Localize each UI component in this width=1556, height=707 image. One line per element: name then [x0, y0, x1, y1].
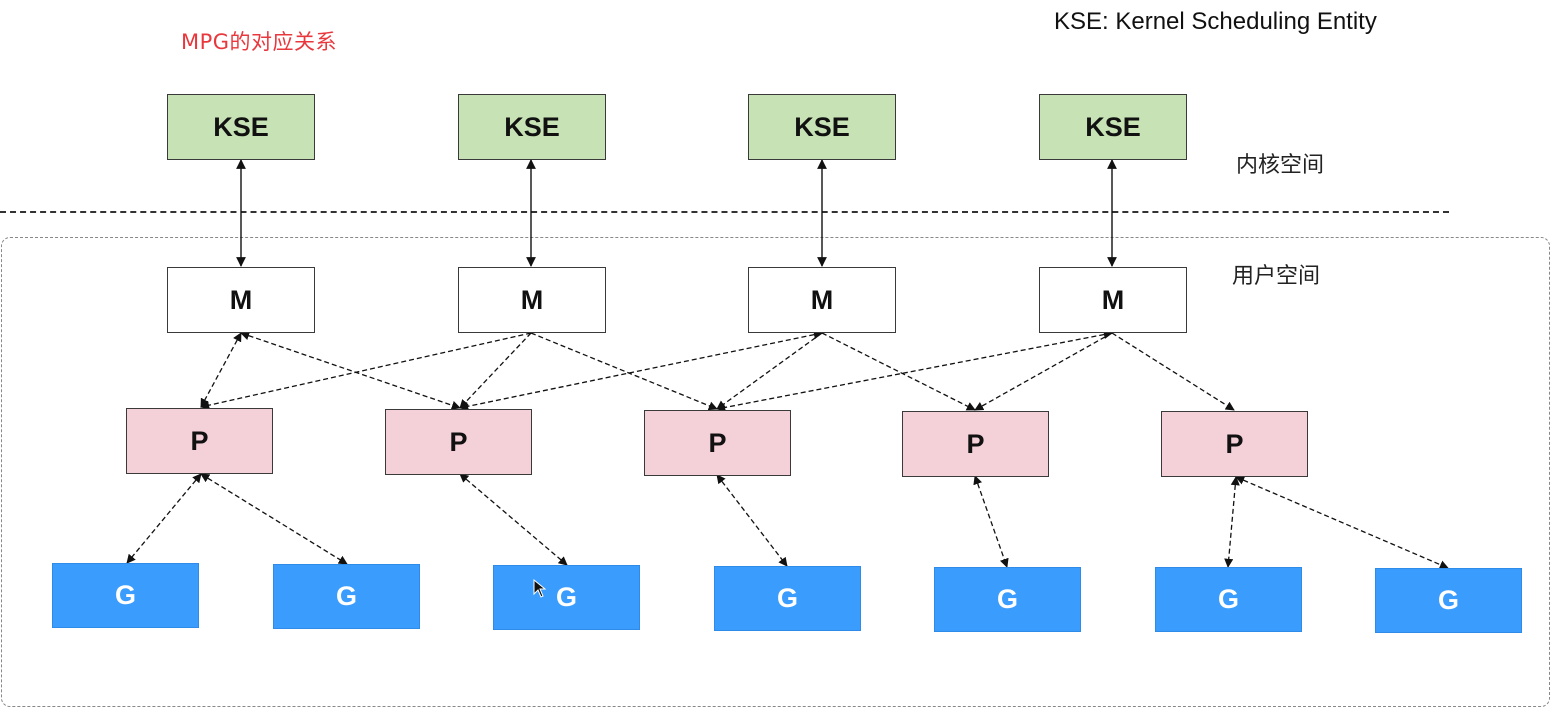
p-node: P — [644, 410, 791, 476]
m-node: M — [458, 267, 606, 333]
p-g-link — [1235, 476, 1449, 569]
diagram-title: MPG的对应关系 — [181, 30, 338, 54]
kse-node: KSE — [167, 94, 315, 160]
m-node: M — [167, 267, 315, 333]
g-node: G — [273, 564, 420, 629]
m-p-link — [530, 332, 718, 411]
p-g-link — [973, 475, 1009, 568]
g-node: G — [714, 566, 861, 631]
p-g-link — [459, 473, 568, 566]
p-node: P — [385, 409, 532, 475]
mouse-pointer-icon — [533, 579, 547, 598]
g-node: G — [52, 563, 199, 628]
p-g-link — [1224, 476, 1240, 568]
m-p-link — [1111, 332, 1235, 411]
kernel-space-label: 内核空间 — [1236, 153, 1325, 178]
p-g-link — [716, 474, 788, 567]
p-g-link — [126, 473, 202, 564]
g-node: G — [1375, 568, 1522, 633]
p-node: P — [902, 411, 1049, 477]
kse-legend: KSE: Kernel Scheduling Entity — [1054, 8, 1377, 35]
g-node: G — [934, 567, 1081, 632]
m-p-link — [716, 330, 1113, 412]
g-node: G — [493, 565, 640, 630]
m-p-link — [459, 330, 823, 411]
kse-node: KSE — [1039, 94, 1187, 160]
p-node: P — [1161, 411, 1308, 477]
g-node: G — [1155, 567, 1302, 632]
m-p-link — [716, 332, 823, 410]
kse-node: KSE — [458, 94, 606, 160]
m-p-link — [200, 332, 532, 410]
m-p-link — [459, 332, 532, 409]
kernel-user-divider — [0, 211, 1449, 213]
m-node: M — [1039, 267, 1187, 333]
m-p-link — [240, 331, 461, 410]
m-p-link — [200, 332, 242, 408]
m-node: M — [748, 267, 896, 333]
user-space-label: 用户空间 — [1232, 264, 1321, 289]
kse-node: KSE — [748, 94, 896, 160]
p-node: P — [126, 408, 273, 474]
m-p-link — [974, 332, 1113, 411]
p-g-link — [200, 473, 348, 565]
m-p-link — [821, 332, 976, 411]
